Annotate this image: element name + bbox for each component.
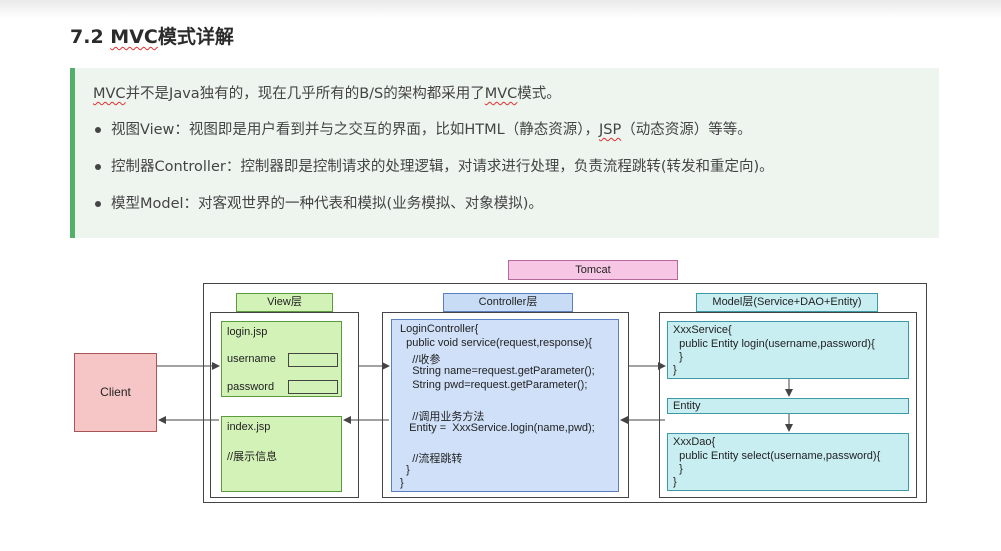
xxx-service-box: XxxService{ public Entity login(username… [667,321,909,379]
callout-block: MVC并不是Java独有的，现在几乎所有的B/S的架构都采用了MVC模式。 视图… [70,68,939,238]
bullet-list: 视图View：视图即是用户看到并与之交互的界面，比如HTML（静态资源），JSP… [93,120,774,231]
top-shadow [0,0,1001,18]
index-jsp-box: index.jsp //展示信息 [221,416,342,492]
callout-intro: MVC并不是Java独有的，现在几乎所有的B/S的架构都采用了MVC模式。 [93,86,561,102]
model-layer-title: Model层(Service+DAO+Entity) [696,293,878,312]
view-layer-title: View层 [236,293,333,312]
bullet-controller: 控制器Controller：控制器即是控制请求的处理逻辑，对请求进行处理，负责流… [93,157,774,194]
login-controller-box: LoginController{ public void service(req… [391,319,619,492]
tomcat-label: Tomcat [508,260,678,280]
heading-mvc: MVC [110,26,158,48]
bullet-view: 视图View：视图即是用户看到并与之交互的界面，比如HTML（静态资源），JSP… [93,120,774,157]
login-jsp-box: login.jsp username password [221,321,342,397]
username-field [288,353,338,367]
entity-box: Entity [667,398,909,414]
bullet-model: 模型Model：对客观世界的一种代表和模拟(业务模拟、对象模拟)。 [93,194,774,231]
password-field [288,380,338,394]
xxx-dao-box: XxxDao{ public Entity select(username,pa… [667,433,909,491]
section-heading: 7.2 MVC模式详解 [70,26,234,48]
client-box: Client [74,353,157,432]
controller-layer-title: Controller层 [443,293,573,312]
